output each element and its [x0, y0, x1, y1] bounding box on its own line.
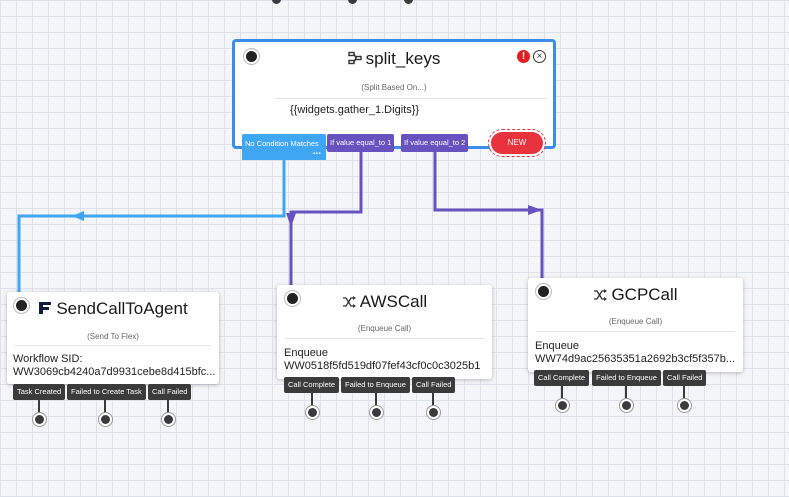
output-port[interactable]: [370, 406, 383, 419]
upstream-output-dot[interactable]: [404, 0, 413, 4]
condition-equal-1-label: If value equal_to 1: [330, 138, 392, 147]
input-port[interactable]: [14, 298, 29, 313]
output-call-failed[interactable]: Call Failed: [148, 384, 192, 400]
upstream-output-dot[interactable]: [348, 0, 357, 4]
widget-subtitle: (Enqueue Call): [608, 317, 663, 326]
split-title-text: split_keys: [365, 49, 441, 68]
enqueue-value: WW0518f5fd519df07fef43cf0c0c3025b1: [284, 360, 481, 372]
new-transition-button[interactable]: NEW: [488, 129, 546, 157]
widget-title-text: AWSCall: [359, 292, 428, 311]
wire-equal-1: [289, 150, 363, 288]
input-port[interactable]: [536, 284, 551, 299]
divider: [15, 345, 211, 346]
output-failed-create-task[interactable]: Failed to Create Task: [67, 384, 146, 400]
workflow-sid-value: WW3069cb4240a7d9931cebe8d415bfc...: [13, 366, 215, 378]
output-task-created[interactable]: Task Created: [13, 384, 66, 400]
output-port[interactable]: [33, 413, 46, 426]
condition-equal-2-label: If value equal_to 2: [404, 138, 466, 147]
output-call-complete[interactable]: Call Complete: [284, 377, 340, 393]
split-icon: [347, 50, 362, 70]
error-icon[interactable]: !: [517, 50, 530, 63]
output-port[interactable]: [162, 413, 175, 426]
widget-subtitle: (Split Based On...): [361, 83, 427, 92]
divider: [536, 331, 735, 332]
wire-equal-2-arrow: [528, 205, 542, 215]
output-port[interactable]: [678, 399, 691, 412]
flex-logo-icon: [38, 300, 52, 320]
divider: [285, 338, 484, 339]
output-port[interactable]: [306, 406, 319, 419]
output-port[interactable]: [620, 399, 633, 412]
gcp-call-widget[interactable]: GCPCall (Enqueue Call) Enqueue WW74d9ac2…: [528, 278, 743, 372]
input-port[interactable]: [285, 291, 300, 306]
wire-equal-2: [433, 150, 544, 281]
output-port[interactable]: [99, 413, 112, 426]
output-call-failed[interactable]: Call Failed: [663, 370, 707, 386]
condition-equal-2[interactable]: If value equal_to 2: [401, 134, 469, 152]
widget-subtitle: (Send To Flex): [87, 332, 139, 341]
split-variable: {{widgets.gather_1.Digits}}: [290, 104, 420, 116]
output-failed-to-enqueue[interactable]: Failed to Enqueue: [341, 377, 410, 393]
split-widget[interactable]: split_keys ! × (Split Based On...) {{wid…: [233, 40, 555, 160]
output-port[interactable]: [556, 399, 569, 412]
enqueue-label: Enqueue: [284, 347, 329, 359]
workflow-sid-label: Workflow SID:: [13, 353, 83, 365]
wire-no-match: [17, 158, 286, 292]
enqueue-value: WW74d9ac25635351a2692b3cf5f357b...: [535, 353, 735, 365]
widget-subtitle: (Enqueue Call): [357, 324, 412, 333]
input-port[interactable]: [244, 49, 259, 64]
more-options-icon[interactable]: ...: [312, 146, 321, 157]
upstream-output-dot[interactable]: [272, 0, 281, 4]
output-call-failed[interactable]: Call Failed: [412, 377, 456, 393]
condition-no-match-label: No Condition Matches: [245, 139, 319, 148]
output-failed-to-enqueue[interactable]: Failed to Enqueue: [592, 370, 661, 386]
send-call-to-agent-widget[interactable]: SendCallToAgent (Send To Flex) Workflow …: [7, 292, 219, 384]
enqueue-label: Enqueue: [535, 340, 580, 352]
widget-title: GCPCall: [528, 285, 743, 306]
divider: [275, 98, 547, 99]
condition-equal-1[interactable]: If value equal_to 1: [327, 134, 395, 152]
widget-title: SendCallToAgent: [7, 299, 219, 320]
widget-title: AWSCall: [277, 292, 492, 313]
wire-no-match-arrow: [72, 211, 84, 221]
output-port[interactable]: [427, 406, 440, 419]
shuffle-icon: [593, 286, 608, 306]
aws-call-widget[interactable]: AWSCall (Enqueue Call) Enqueue WW0518f5f…: [277, 285, 492, 379]
close-icon[interactable]: ×: [533, 50, 546, 63]
widget-title-text: SendCallToAgent: [56, 299, 188, 318]
widget-title-text: GCPCall: [611, 285, 678, 304]
output-call-complete[interactable]: Call Complete: [534, 370, 590, 386]
wire-equal-1-arrow: [286, 213, 296, 227]
shuffle-icon: [342, 293, 356, 313]
condition-no-match[interactable]: No Condition Matches ...: [242, 134, 326, 160]
widget-title: split_keys: [235, 49, 553, 70]
